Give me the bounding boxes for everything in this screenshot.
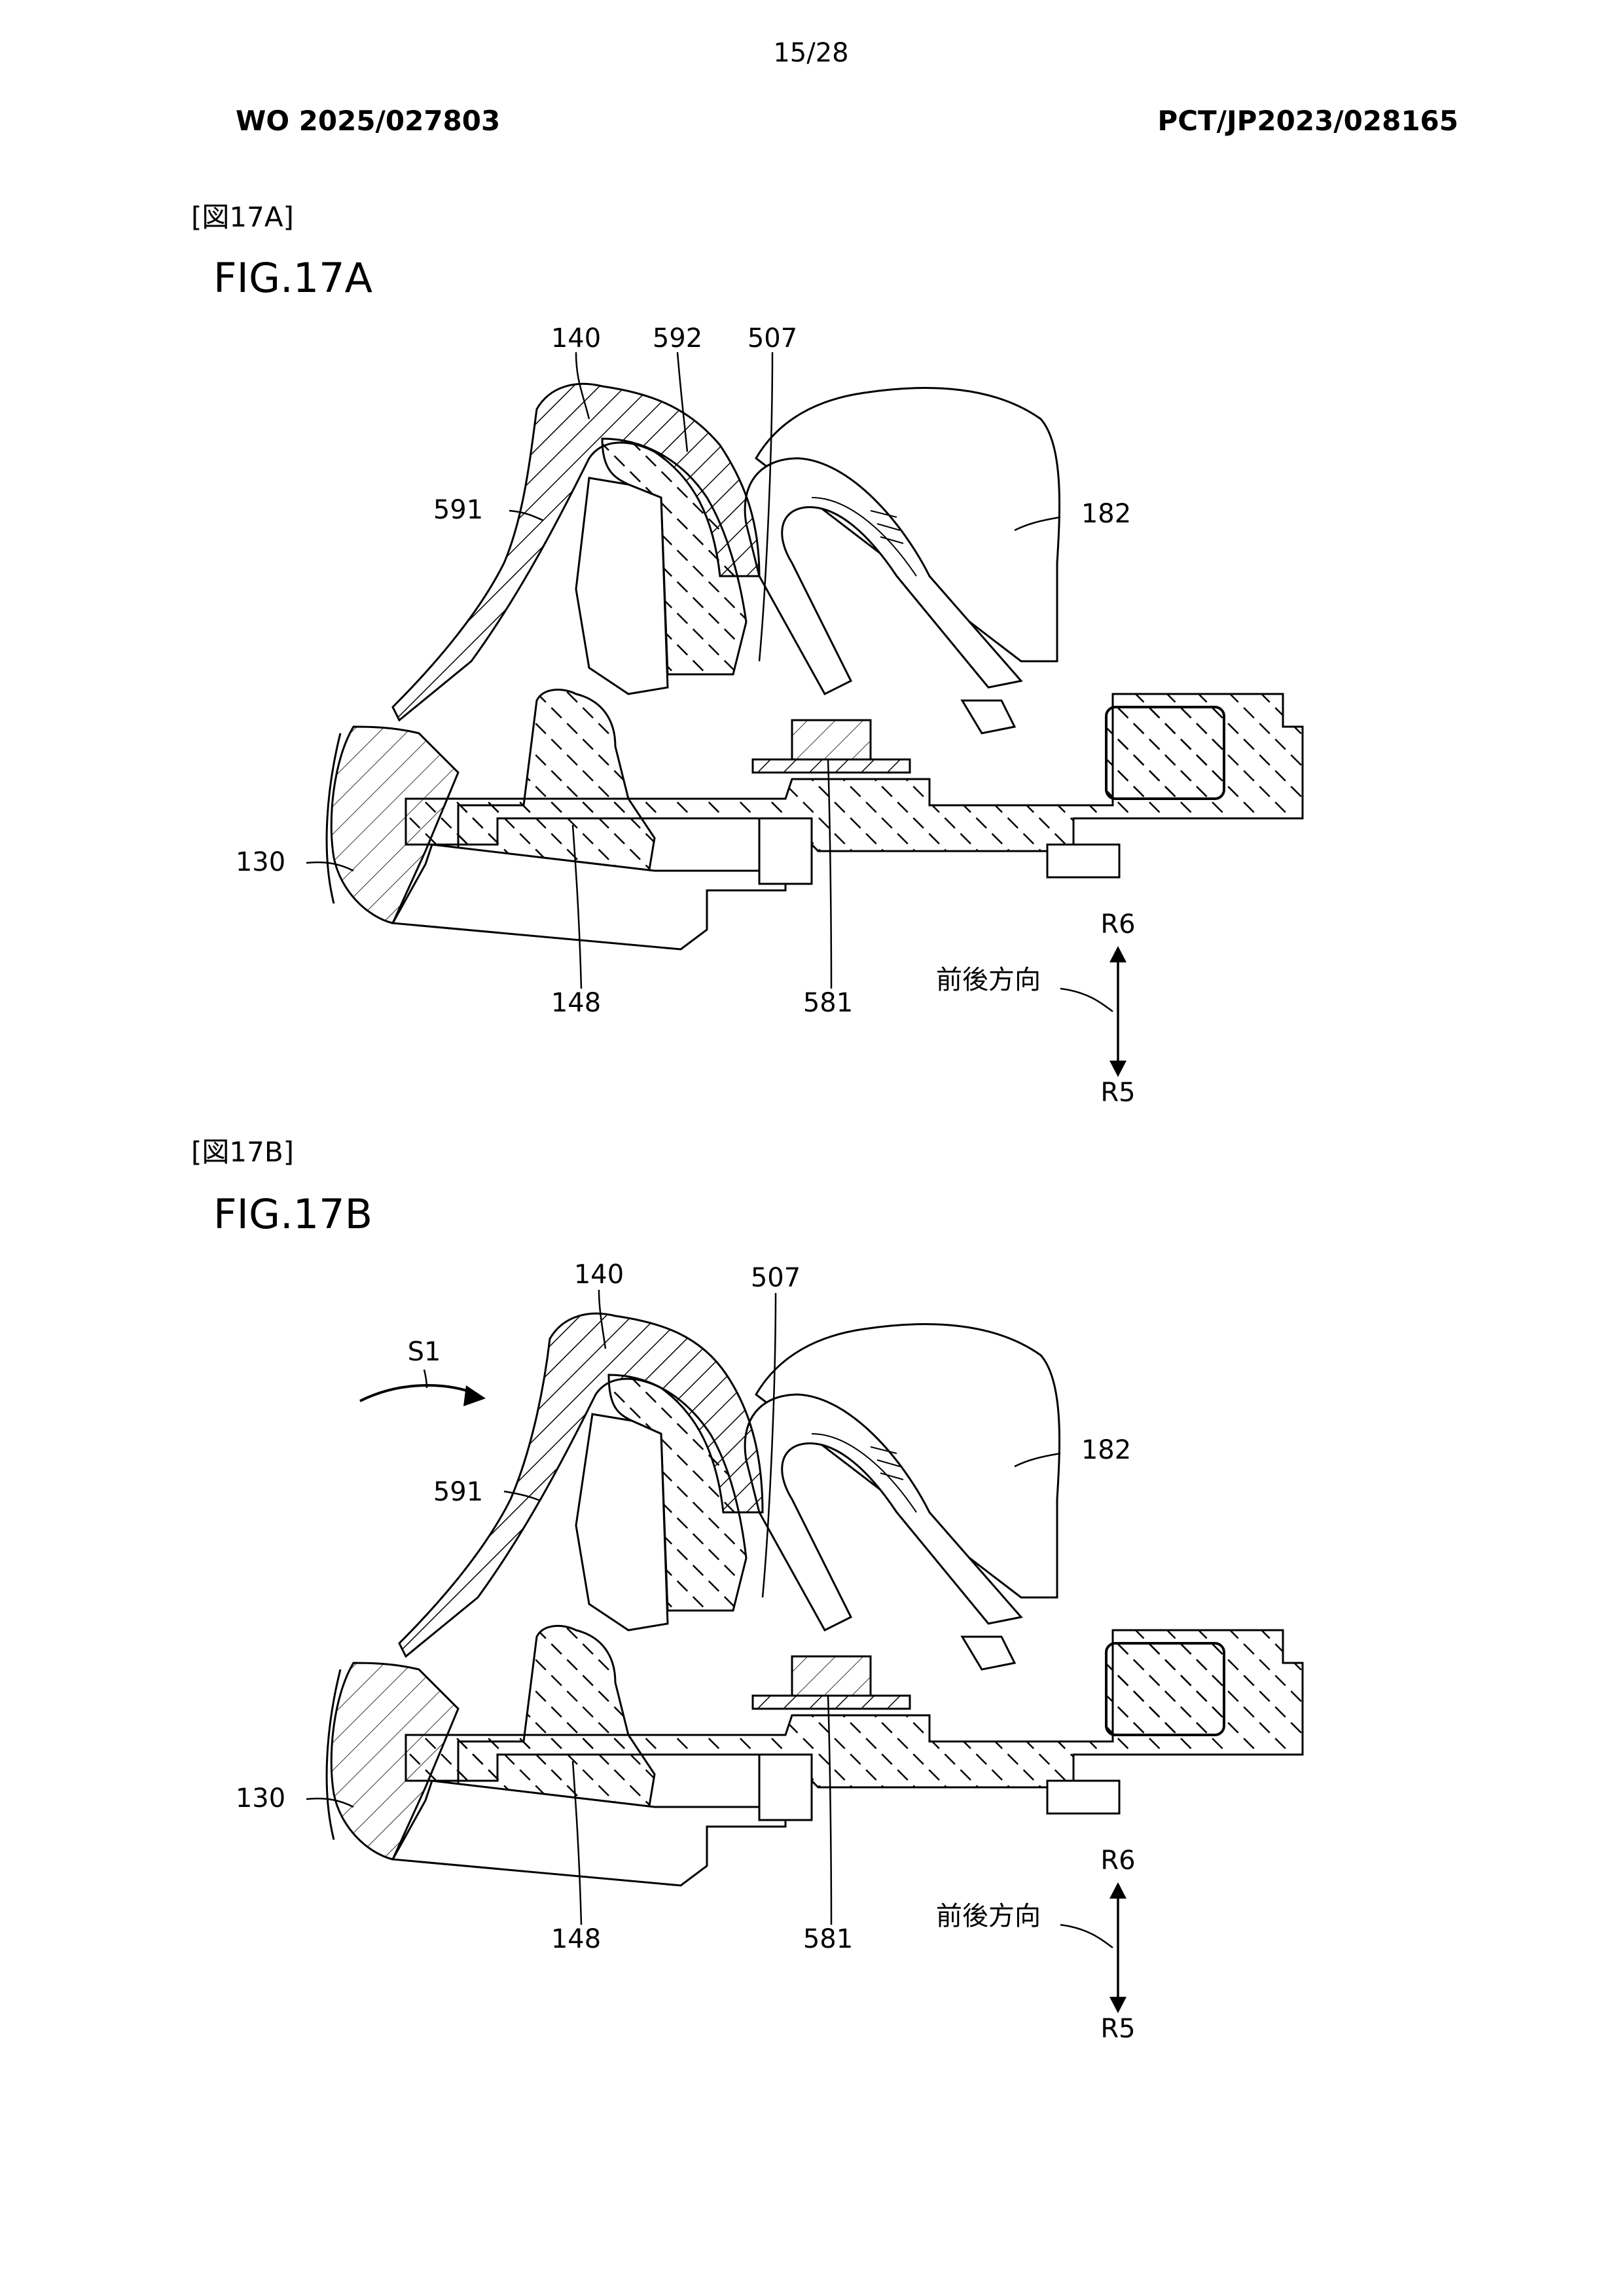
base-plate [405, 1629, 1304, 1789]
part-right-block [1105, 706, 1225, 800]
label-182: 182 [1081, 1435, 1131, 1465]
figure-17b-tag: [図17B] [191, 1136, 295, 1168]
part-592-liner [607, 1374, 748, 1612]
part-148-block [457, 1624, 656, 1815]
part-592-liner [601, 437, 748, 676]
direction-arrow-r5-r6 [1109, 946, 1126, 1077]
figure-17a-title: FIG.17A [213, 254, 373, 302]
label-507: 507 [751, 1263, 801, 1293]
part-581-sensor [791, 1655, 872, 1697]
publication-number: WO 2025/027803 [236, 105, 501, 137]
part-right-block [1105, 1642, 1225, 1736]
base-plate [405, 693, 1304, 852]
label-148: 148 [551, 988, 601, 1018]
part-130-cap [330, 1662, 460, 1861]
label-140: 140 [574, 1260, 624, 1290]
part-182-cover [755, 387, 1061, 663]
label-direction: 前後方向 [936, 965, 1041, 995]
figure-17b-drawing: 140 507 S1 591 182 130 148 581 R6 前後方向 R… [236, 1260, 1304, 2044]
part-130-cap [330, 725, 460, 924]
part-581-sensor [791, 719, 872, 761]
label-182: 182 [1081, 499, 1131, 529]
label-130: 130 [236, 847, 285, 877]
label-581: 581 [803, 1924, 853, 1954]
figure-17a-drawing: 140 592 507 591 182 130 148 581 R6 前後方向 … [236, 323, 1304, 1108]
label-s1: S1 [408, 1337, 441, 1367]
label-581: 581 [803, 988, 853, 1018]
s1-rotation-arrow [359, 1369, 486, 1406]
page-number: 15/28 [773, 38, 849, 68]
part-507-spring [744, 1393, 1023, 1631]
label-148: 148 [551, 1924, 601, 1954]
label-592: 592 [653, 323, 702, 354]
part-148-block [457, 688, 656, 879]
label-140: 140 [551, 323, 601, 354]
label-591: 591 [433, 1477, 483, 1507]
label-r5: R5 [1100, 1078, 1135, 1108]
figure-17a-tag: [図17A] [191, 201, 294, 233]
label-direction: 前後方向 [936, 1901, 1041, 1931]
label-r5: R5 [1100, 2014, 1135, 2044]
application-number: PCT/JP2023/028165 [1157, 105, 1458, 137]
part-182-cover [755, 1323, 1061, 1599]
figure-17b-title: FIG.17B [213, 1190, 373, 1238]
direction-arrow-r5-r6 [1109, 1882, 1126, 2013]
label-130: 130 [236, 1783, 285, 1813]
label-591: 591 [433, 495, 483, 525]
label-507: 507 [748, 323, 797, 354]
part-507-spring [744, 457, 1023, 695]
label-r6: R6 [1100, 1846, 1135, 1876]
label-r6: R6 [1100, 909, 1135, 939]
